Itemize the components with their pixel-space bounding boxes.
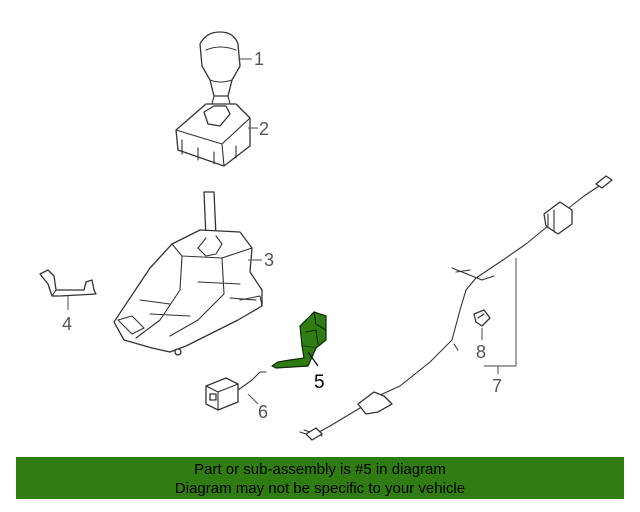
part-8-clip[interactable] <box>473 309 491 327</box>
leader-7 <box>484 258 517 374</box>
part-1-shift-knob[interactable] <box>199 31 241 105</box>
callout-2[interactable]: 2 <box>259 119 269 139</box>
part-3-shifter-assembly[interactable] <box>113 191 263 356</box>
part-4-bracket[interactable] <box>39 269 97 297</box>
part-2-shift-bezel[interactable] <box>175 103 251 167</box>
callout-8[interactable]: 8 <box>476 342 486 362</box>
part-7-shift-cable[interactable] <box>299 175 613 441</box>
callout-3[interactable]: 3 <box>264 250 274 270</box>
part-6-switch[interactable] <box>205 371 267 411</box>
leader-6 <box>247 393 259 405</box>
part-5-highlighted-bracket[interactable] <box>271 311 327 369</box>
info-banner: Part or sub-assembly is #5 in diagram Di… <box>16 457 624 499</box>
callout-7[interactable]: 7 <box>492 376 502 396</box>
banner-line-1: Part or sub-assembly is #5 in diagram <box>194 461 446 478</box>
banner-line-2: Diagram may not be specific to your vehi… <box>174 480 466 497</box>
callout-6[interactable]: 6 <box>258 402 268 422</box>
leader-5 <box>307 351 319 367</box>
callout-5[interactable]: 5 <box>314 372 325 393</box>
callout-1[interactable]: 1 <box>254 49 264 69</box>
callout-4[interactable]: 4 <box>62 314 72 334</box>
